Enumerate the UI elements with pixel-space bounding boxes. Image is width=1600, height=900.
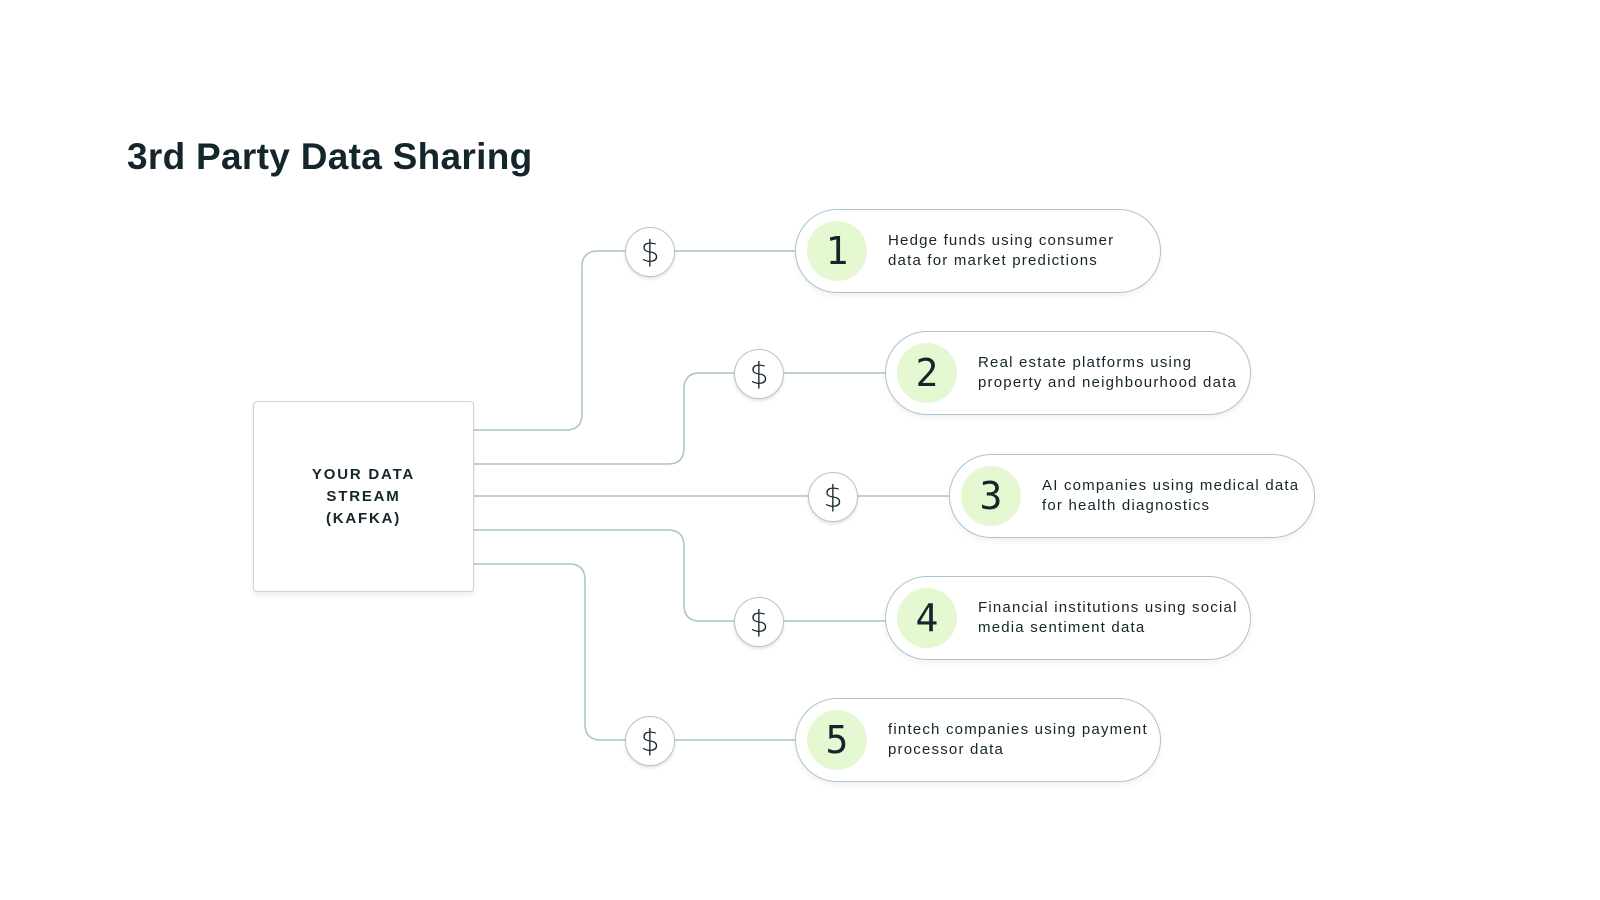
recipient-number: 4 (897, 588, 957, 648)
dollar-icon: $ (625, 227, 675, 277)
connector-5 (473, 563, 800, 741)
recipient-text: Financial institutions using social medi… (978, 598, 1238, 637)
dollar-icon: $ (734, 597, 784, 647)
recipient-text: Hedge funds using consumer data for mark… (888, 231, 1115, 270)
connector-1 (473, 250, 800, 431)
recipient-card-3: 3 AI companies using medical data for he… (949, 454, 1315, 538)
recipient-number: 5 (807, 710, 867, 770)
recipient-card-5: 5 fintech companies using payment proces… (795, 698, 1161, 782)
recipient-card-1: 1 Hedge funds using consumer data for ma… (795, 209, 1161, 293)
data-stream-label: YOUR DATA STREAM (KAFKA) (311, 465, 416, 527)
dollar-icon: $ (734, 349, 784, 399)
recipient-number: 2 (897, 343, 957, 403)
recipient-card-2: 2 Real estate platforms using property a… (885, 331, 1251, 415)
recipient-text: AI companies using medical data for heal… (1042, 476, 1300, 515)
dollar-icon: $ (625, 716, 675, 766)
recipient-card-4: 4 Financial institutions using social me… (885, 576, 1251, 660)
data-stream-box: YOUR DATA STREAM (KAFKA) (253, 401, 474, 592)
recipient-text: fintech companies using payment processo… (888, 720, 1148, 759)
recipient-text: Real estate platforms using property and… (978, 353, 1238, 392)
recipient-number: 3 (961, 466, 1021, 526)
page-title: 3rd Party Data Sharing (127, 136, 533, 177)
dollar-icon: $ (808, 472, 858, 522)
connector-4 (473, 529, 890, 622)
connector-2 (473, 372, 890, 465)
recipient-number: 1 (807, 221, 867, 281)
